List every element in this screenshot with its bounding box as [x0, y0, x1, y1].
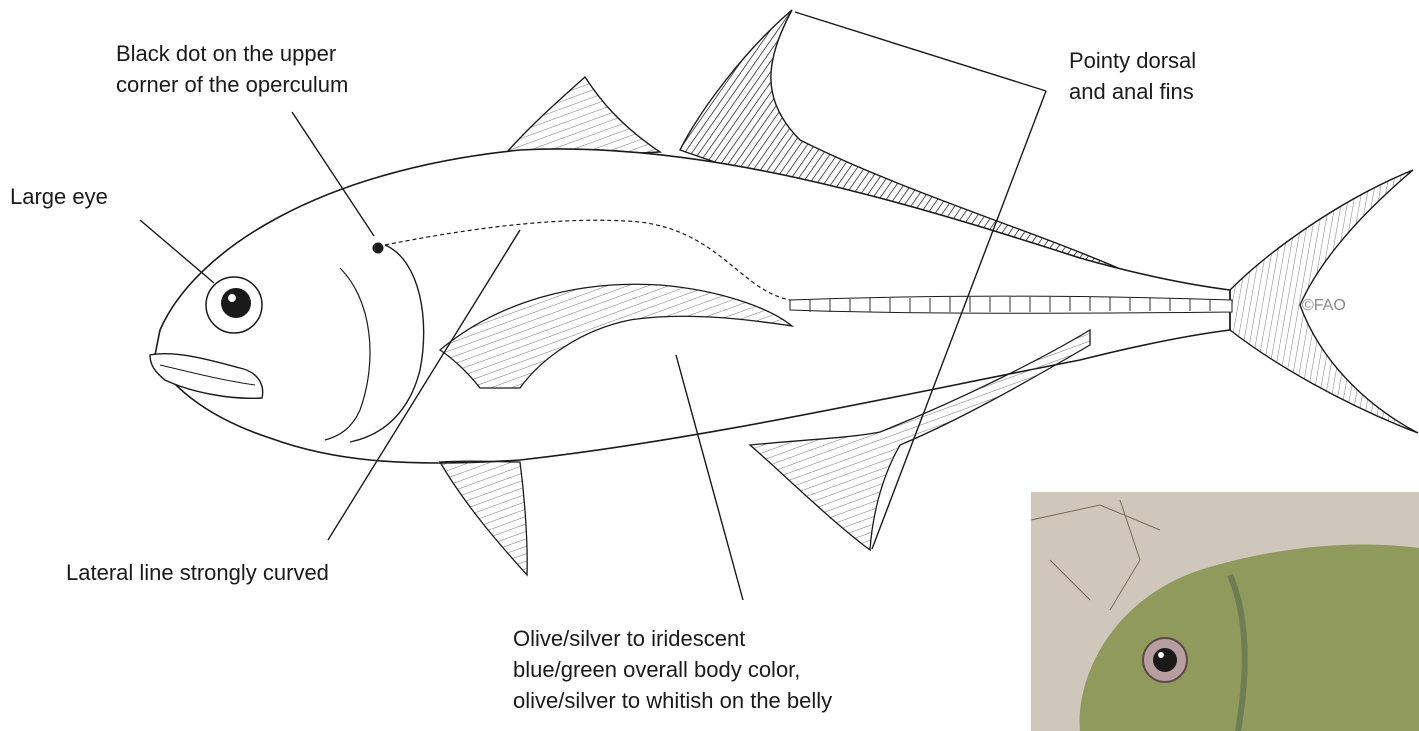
leader-large-eye — [140, 220, 214, 283]
label-body-color: Olive/silver to iridescent blue/green ov… — [513, 623, 832, 716]
scute-marks — [810, 297, 1210, 312]
eye-highlight — [228, 294, 236, 302]
label-pointy-fins-line-1: Pointy dorsal — [1069, 45, 1196, 76]
operculum-black-dot — [373, 243, 384, 254]
label-black-dot: Black dot on the upper corner of the ope… — [116, 38, 348, 100]
label-pointy-fins-line-2: and anal fins — [1069, 76, 1196, 107]
label-black-dot-line-2: corner of the operculum — [116, 69, 348, 100]
fish-photo — [1031, 492, 1419, 731]
label-body-color-line-1: Olive/silver to iridescent — [513, 623, 832, 654]
first-dorsal-fin — [500, 77, 660, 160]
label-black-dot-line-1: Black dot on the upper — [116, 38, 348, 69]
eye-pupil — [221, 288, 251, 318]
label-lateral-line: Lateral line strongly curved — [66, 557, 329, 588]
pelvic-fin — [440, 461, 527, 575]
label-large-eye: Large eye — [10, 181, 108, 212]
scutes — [790, 296, 1232, 313]
label-body-color-line-3: olive/silver to whitish on the belly — [513, 685, 832, 716]
label-body-color-line-2: blue/green overall body color, — [513, 654, 832, 685]
leader-fins-top — [795, 12, 1046, 91]
label-pointy-fins: Pointy dorsal and anal fins — [1069, 45, 1196, 107]
copyright-credit: ©FAO — [1302, 297, 1346, 315]
